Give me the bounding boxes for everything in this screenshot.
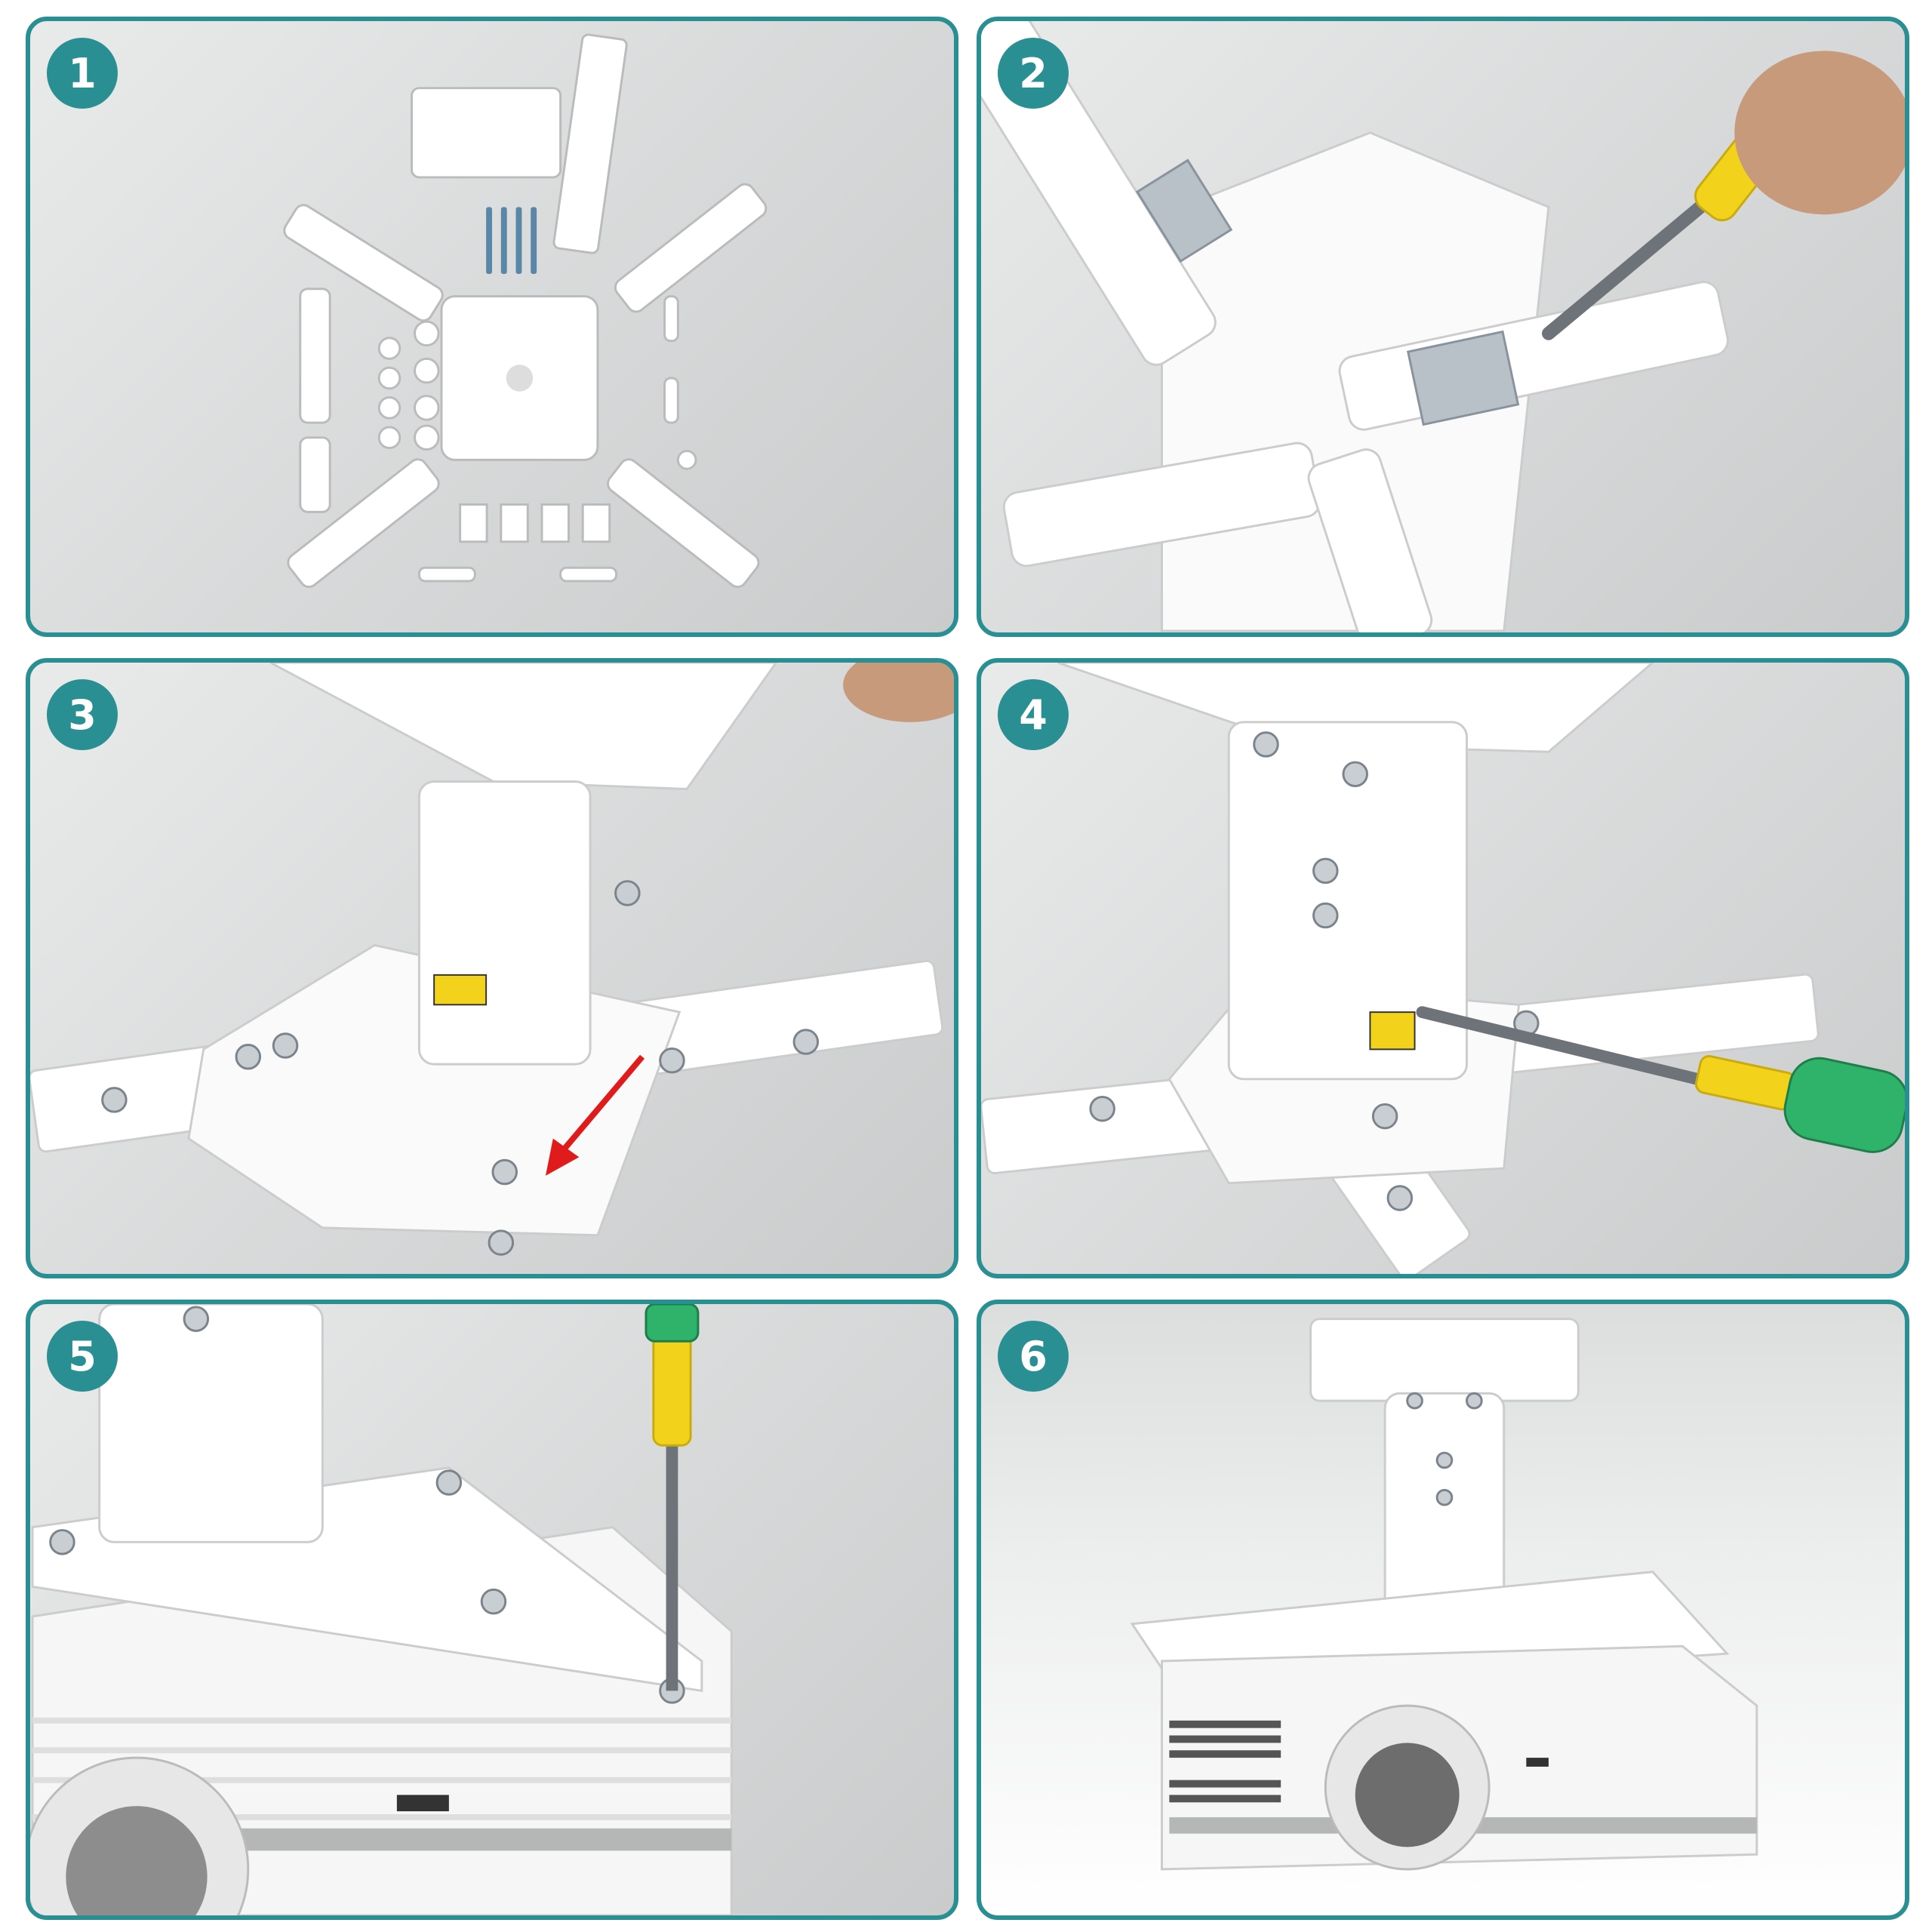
arm-upper-left <box>283 204 444 322</box>
step-3-panel: 3 <box>26 658 958 1278</box>
mount-bracket-illustration <box>30 663 954 1256</box>
finished-mount-illustration <box>1130 1318 1758 1871</box>
arrow-shaft <box>558 1054 645 1155</box>
top-plate <box>1057 663 1655 753</box>
screwdriver-grip <box>645 1304 700 1343</box>
screw-heads <box>49 1306 685 1704</box>
arm-vertical <box>299 288 331 424</box>
screw-heads <box>1089 731 1540 1211</box>
arm-lower-left <box>287 458 440 589</box>
screwdriver-icon <box>1695 1055 1797 1111</box>
step-1-badge: 1 <box>47 38 118 109</box>
screw-heads <box>101 880 820 1256</box>
arm-lower-right <box>607 458 760 589</box>
step-2-panel: 2 <box>977 17 1909 637</box>
hand <box>1734 51 1905 215</box>
screw-heads <box>1406 1392 1483 1506</box>
arm-upper-right <box>614 183 768 313</box>
step-4-badge: 4 <box>998 679 1069 750</box>
step-1-panel: 1 <box>26 17 958 637</box>
arrow-head-icon <box>545 1138 580 1176</box>
screwdriver-shaft <box>1416 1006 1703 1085</box>
washer-set <box>377 320 697 470</box>
step-3-badge: 3 <box>47 679 118 750</box>
top-plate <box>269 663 778 791</box>
arm-lower <box>1307 448 1433 632</box>
arm-right <box>1500 973 1820 1074</box>
warning-label <box>433 974 488 1006</box>
pivot-bracket <box>1227 721 1469 1081</box>
step-5-panel: 5 <box>26 1300 958 1920</box>
spacer-set <box>459 503 611 543</box>
step-2-badge: 2 <box>998 38 1069 109</box>
ceiling-bracket <box>411 87 562 179</box>
arm-attach-illustration <box>981 21 1905 632</box>
projector-vents <box>1169 1720 1281 1803</box>
step-5-badge: 5 <box>47 1321 118 1392</box>
pivot-bracket <box>417 780 592 1066</box>
tighten-illustration <box>981 663 1905 1274</box>
projector-attach-illustration <box>30 1304 733 1915</box>
hand <box>843 663 954 722</box>
screwdriver-shaft <box>1542 177 1734 340</box>
screwdriver-grip <box>1783 1057 1905 1153</box>
warning-label <box>1369 1011 1416 1051</box>
ceiling-plate <box>1309 1318 1580 1402</box>
step-6-panel: 6 <box>977 1300 1909 1920</box>
screw-set <box>486 207 537 275</box>
screwdriver-icon <box>652 1332 692 1447</box>
pivot-bracket <box>98 1304 324 1543</box>
step-4-panel: 4 <box>977 658 1909 1278</box>
step-6-badge: 6 <box>998 1321 1069 1392</box>
parts-kit-illustration <box>283 33 768 589</box>
